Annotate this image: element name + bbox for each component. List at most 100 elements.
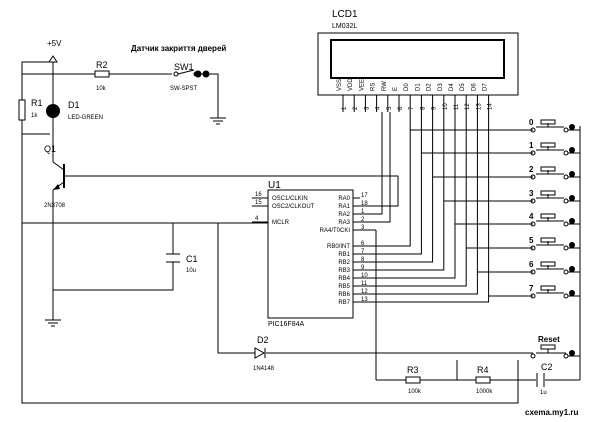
sw1-type: SW-SPST [170,86,198,92]
key-plunger [540,285,556,291]
key-knob-icon [569,171,575,177]
reset-label: Reset [538,335,560,344]
lcd-pin-name: VSS [337,79,343,91]
d2-ref: D2 [257,335,269,345]
key-plunger [540,119,556,125]
sw1-button-right-icon [202,70,210,78]
reset-knob-icon [569,350,575,356]
lcd-pin-number: 7 [409,106,415,110]
r4-body [475,376,491,384]
u1-right-pin-number: 12 [361,289,368,295]
d1-ref: D1 [68,100,80,110]
u1-right-pin-name: RA0 [338,196,350,202]
supply-label: +5V [47,39,62,48]
wire-r1-to-led [21,120,50,135]
sensor-label: Датчик закриття дверей [131,44,226,53]
key-plunger [540,213,556,219]
key-contact-right [563,245,569,251]
lcd-module: LCD1 LM032L VSS1VDD2VEE3RS4RW5E6D07D18D2… [317,9,519,112]
lcd-pins: VSS1VDD2VEE3RS4RW5E6D07D18D29D310D411D51… [337,78,494,112]
u1-ref: U1 [268,180,281,191]
lcd-pin-name: D1 [415,83,421,91]
wire-ra2-lcd [360,112,383,215]
wire-bottom-loop [21,223,519,404]
key-knob-icon [569,242,575,248]
bus-line-rb [360,112,456,279]
d2-triangle-icon [254,347,266,359]
u1-right-pin-name: RA3 [338,220,350,226]
key-knob-icon [569,266,575,272]
r2-ref: R2 [96,60,108,70]
bus-line-rb [360,112,422,255]
wire-d2-left [217,223,255,354]
wire-sw1-to-ground [200,73,219,118]
key-contact-left [530,127,536,133]
u1-right-pin-name: RB7 [338,300,350,306]
resistor-r3: R3 100k [405,365,422,395]
u1-right-pin-number: 9 [361,265,365,271]
c1-ref: C1 [186,254,198,264]
r3-ref: R3 [407,365,419,375]
key-label: 2 [529,165,534,174]
u1-right-pin-name: RB2 [338,260,350,266]
key-plunger [540,261,556,267]
r1-value: 1k [31,113,38,119]
u1-left-pin-number: 4 [255,216,259,222]
lcd-pin-number: 10 [443,103,449,110]
d2-type: 1N4148 [253,366,275,372]
u1-right-pin-name: RA1 [338,204,350,210]
resistor-r2: R2 10k [94,60,110,92]
ground-left [45,319,61,327]
d1-type: LED-GREEN [68,115,103,121]
switch-sw1: Датчик закриття дверей SW1 SW-SPST [131,44,226,125]
sw1-contact-left [173,71,179,77]
key-contact-left [530,198,536,204]
resistor-r4: R4 1000k [475,365,493,395]
key-contact-left [530,293,536,299]
wire-rail-left [21,61,53,74]
wire-ra3-lcd [360,112,391,223]
u1-left-pin-name: OSC1/CLKIN [272,196,308,202]
lcd-pin-number: 8 [420,106,426,110]
bus-line-rb [360,112,445,271]
lcd-screen [330,39,505,79]
lcd-pin-name: D0 [404,83,410,91]
key-contact-right [563,174,569,180]
u1-right-pin-number: 1 [361,209,365,215]
u1-right-pin-number: 7 [361,249,365,255]
key-label: 1 [529,141,534,150]
power-supply: +5V [47,39,62,63]
lcd-pin-number: 3 [364,106,370,110]
c2-value: 1u [540,390,547,396]
key-label: 0 [529,118,534,127]
capacitor-c2: C2 1u [536,362,553,396]
sw1-lever [177,69,195,75]
capacitor-c1: C1 10u [166,253,198,274]
r2-body [94,70,110,78]
key-plunger [540,166,556,172]
key-label: 5 [529,236,534,245]
supply-arrow-icon [48,55,58,63]
key-knob-icon [569,124,575,130]
lcd-pin-number: 4 [376,106,382,110]
key-contact-right [563,150,569,156]
q1-type: 2N3708 [44,203,66,209]
lcd-pin-name: E [393,87,399,91]
microcontroller-u1: U1 PIC16F84A 16OSC1/CLKIN15OSC2/CLKOUT4M… [252,180,368,328]
u1-right-pin-name: RB3 [338,268,350,274]
data-bus [360,112,490,303]
lcd-pin-name: D6 [471,83,477,91]
u1-right-pin-number: 13 [361,297,368,303]
led-body-icon [46,104,60,118]
key-contact-right [563,127,569,133]
key-contact-left [530,221,536,227]
lcd-pin-number: 2 [353,106,359,110]
c2-ref: C2 [541,362,553,372]
key-label: 4 [529,212,534,221]
bus-line-rb [360,112,411,247]
u1-right-pin-name: RA4/T0CKI [320,228,351,234]
lcd-part: LM032L [332,23,357,30]
u1-right-pin-name: RA2 [338,212,350,218]
